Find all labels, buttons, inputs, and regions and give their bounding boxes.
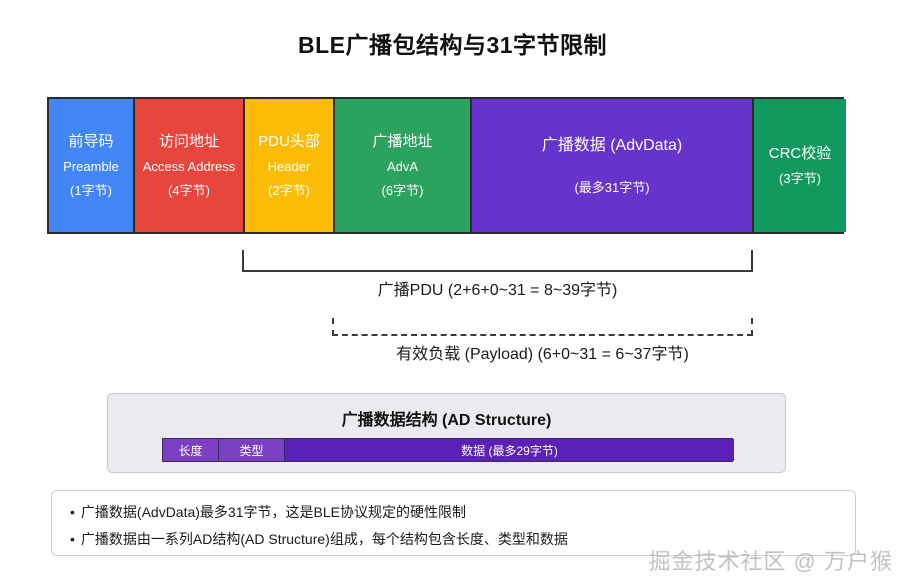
- notes-box: • 广播数据(AdvData)最多31字节，这是BLE协议规定的硬性限制 • 广…: [51, 490, 856, 556]
- packet-field-size: (1字节): [70, 182, 112, 198]
- packet-field-preamble: 前导码 Preamble (1字节): [49, 99, 135, 232]
- packet-field-size: (3字节): [779, 170, 821, 186]
- packet-field-size: (4字节): [168, 182, 210, 198]
- packet-field-access-address: 访问地址 Access Address (4字节): [135, 99, 245, 232]
- packet-field-header: PDU头部 Header (2字节): [245, 99, 335, 232]
- packet-field-name-en: AdvA: [386, 159, 419, 175]
- note-text: 广播数据由一系列AD结构(AD Structure)组成，每个结构包含长度、类型…: [80, 531, 568, 547]
- note-text: 广播数据(AdvData)最多31字节，这是BLE协议规定的硬性限制: [80, 504, 466, 520]
- packet-field-name-cn: 访问地址: [158, 132, 219, 150]
- packet-field-size: (最多31字节): [574, 179, 650, 195]
- ad-structure-panel: 广播数据结构 (AD Structure) 长度 类型 数据 (最多29字节): [107, 393, 786, 473]
- pdu-bracket-label: 广播PDU (2+6+0~31 = 8~39字节): [377, 282, 618, 299]
- packet-field-name-en: Preamble: [63, 159, 119, 175]
- ad-structure-title: 广播数据结构 (AD Structure): [341, 412, 552, 429]
- packet-field-name-cn: 广播数据 (AdvData): [541, 136, 683, 154]
- ad-segment-type: 类型: [219, 439, 285, 461]
- packet-field-name-cn: 广播地址: [372, 132, 433, 150]
- payload-bracket: [332, 318, 753, 336]
- ad-structure-bar: 长度 类型 数据 (最多29字节): [162, 438, 734, 462]
- payload-bracket-label: 有效负载 (Payload) (6+0~31 = 6~37字节): [396, 346, 689, 363]
- packet-field-name-en: Access Address: [142, 159, 236, 175]
- packet-structure-bar: 前导码 Preamble (1字节) 访问地址 Access Address (…: [47, 97, 846, 234]
- packet-field-name-cn: 前导码: [68, 132, 114, 150]
- bullet-icon: •: [70, 531, 75, 547]
- packet-field-advdata: 广播数据 (AdvData) (最多31字节): [472, 99, 754, 232]
- note-item: • 广播数据(AdvData)最多31字节，这是BLE协议规定的硬性限制: [52, 499, 855, 526]
- ad-segment-length: 长度: [163, 439, 219, 461]
- note-item: • 广播数据由一系列AD结构(AD Structure)组成，每个结构包含长度、…: [52, 526, 855, 553]
- packet-field-crc: CRC校验 (3字节): [754, 99, 846, 232]
- packet-field-name-cn: CRC校验: [768, 144, 832, 162]
- ad-segment-data: 数据 (最多29字节): [285, 439, 734, 461]
- pdu-bracket: [242, 250, 753, 272]
- packet-field-name-cn: PDU头部: [258, 132, 320, 150]
- page-title: BLE广播包结构与31字节限制: [297, 32, 608, 58]
- packet-field-size: (6字节): [381, 182, 424, 198]
- bullet-icon: •: [70, 504, 75, 520]
- packet-field-name-en: Header: [267, 159, 311, 175]
- packet-field-size: (2字节): [268, 182, 310, 198]
- packet-field-adva: 广播地址 AdvA (6字节): [335, 99, 472, 232]
